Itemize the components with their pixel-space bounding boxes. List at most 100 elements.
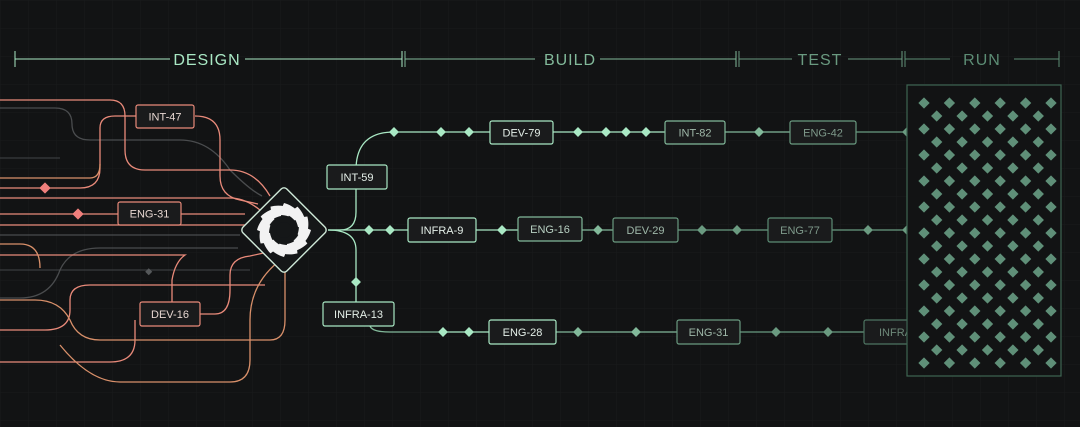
run-dot — [1007, 318, 1019, 330]
stage-label-build: BUILD — [544, 52, 596, 69]
run-dot — [1045, 149, 1057, 161]
run-dot — [1045, 175, 1057, 187]
ticket-eng-77[interactable]: ENG-77 — [767, 217, 833, 243]
run-dot — [918, 175, 930, 187]
run-dot — [918, 305, 930, 317]
run-dot — [994, 357, 1006, 369]
run-dot — [1019, 175, 1032, 187]
run-dot — [994, 331, 1006, 343]
hub-node — [241, 187, 327, 273]
run-dot — [1007, 214, 1019, 226]
run-dot — [943, 305, 956, 317]
run-dot — [1045, 305, 1057, 317]
run-dot — [969, 357, 981, 369]
run-dot — [981, 240, 994, 252]
run-dot — [918, 279, 930, 291]
run-dot — [1019, 253, 1032, 265]
run-dot — [994, 253, 1006, 265]
ticket-infra-9[interactable]: INFRA-9 — [407, 217, 477, 243]
ticket-dev-29[interactable]: DEV-29 — [612, 217, 679, 243]
stage-label-test: TEST — [798, 52, 843, 69]
ticket-infra-13[interactable]: INFRA-13 — [322, 301, 395, 327]
run-dot — [1032, 240, 1044, 252]
ticket-label: DEV-29 — [627, 225, 665, 237]
run-dot — [931, 344, 943, 356]
run-dot — [1007, 188, 1019, 200]
run-dot — [1007, 266, 1019, 278]
ticket-eng-28[interactable]: ENG-28 — [488, 319, 557, 345]
run-dot — [931, 136, 943, 148]
ticket-label: ENG-77 — [780, 225, 820, 237]
run-dot — [931, 214, 943, 226]
aperture-icon — [257, 203, 311, 257]
run-dot — [994, 305, 1006, 317]
run-dot — [994, 175, 1006, 187]
ticket-int-82[interactable]: INT-82 — [664, 120, 726, 145]
run-dot — [943, 149, 956, 161]
run-dot — [956, 292, 968, 304]
run-dot — [981, 344, 994, 356]
ticket-dev-79[interactable]: DEV-79 — [489, 120, 554, 145]
run-dot — [1032, 318, 1044, 330]
run-dot — [918, 357, 930, 369]
run-dot — [943, 331, 956, 343]
run-dot — [931, 318, 943, 330]
ticket-label: INFRA-13 — [334, 309, 383, 321]
run-dot — [1045, 97, 1057, 109]
run-dot — [918, 331, 930, 343]
run-dot — [1019, 149, 1032, 161]
run-dot — [956, 214, 968, 226]
run-dot — [1019, 357, 1032, 369]
ticket-label: INT-59 — [340, 172, 373, 184]
run-dot — [981, 188, 994, 200]
run-dot — [981, 318, 994, 330]
ticket-eng-31-test[interactable]: ENG-31 — [676, 319, 741, 345]
run-dot — [1045, 201, 1057, 213]
lane-markers — [351, 127, 912, 337]
run-dot — [931, 292, 943, 304]
run-dot — [1019, 227, 1032, 239]
ticket-int-59[interactable]: INT-59 — [326, 164, 388, 190]
run-dot — [1032, 188, 1044, 200]
run-dot — [969, 331, 981, 343]
run-dot — [931, 162, 943, 174]
run-dot — [1032, 266, 1044, 278]
run-dot — [943, 175, 956, 187]
run-dot — [994, 201, 1006, 213]
run-dot — [943, 357, 956, 369]
ticket-dev-16[interactable]: DEV-16 — [139, 301, 201, 327]
ticket-label: INT-47 — [148, 112, 181, 124]
ticket-eng-16[interactable]: ENG-16 — [517, 216, 583, 242]
ticket-int-47[interactable]: INT-47 — [135, 104, 195, 129]
ticket-eng-31-design[interactable]: ENG-31 — [117, 201, 182, 226]
run-dot — [969, 201, 981, 213]
stage-header: DESIGN BUILD TEST RUN — [14, 51, 1060, 69]
run-dot — [918, 253, 930, 265]
ticket-eng-42[interactable]: ENG-42 — [789, 120, 857, 145]
run-dot — [1032, 292, 1044, 304]
run-dot — [1007, 292, 1019, 304]
run-dot — [956, 136, 968, 148]
run-dot — [931, 188, 943, 200]
ticket-label: DEV-79 — [503, 128, 541, 140]
ticket-label: INT-82 — [678, 128, 711, 140]
run-dot — [969, 227, 981, 239]
run-dot — [969, 279, 981, 291]
run-dot — [956, 162, 968, 174]
run-panel — [906, 84, 1062, 377]
ticket-label: ENG-16 — [530, 224, 570, 236]
ticket-label: ENG-42 — [803, 128, 843, 140]
run-dot — [918, 201, 930, 213]
run-dot — [1019, 279, 1032, 291]
run-dot — [969, 253, 981, 265]
run-dot — [1045, 279, 1057, 291]
run-dot — [956, 344, 968, 356]
run-dot — [1032, 162, 1044, 174]
stage-label-design: DESIGN — [173, 52, 240, 69]
run-dot — [943, 201, 956, 213]
run-dot — [1045, 357, 1057, 369]
run-dot — [1019, 305, 1032, 317]
run-dot — [981, 162, 994, 174]
ticket-label: ENG-31 — [130, 209, 170, 221]
